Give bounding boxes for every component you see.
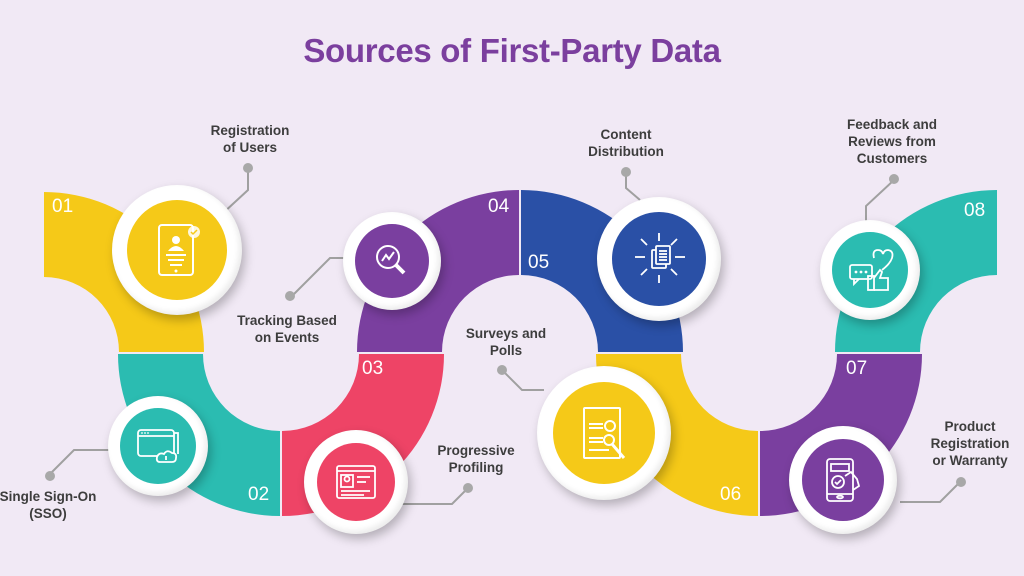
browser-cloud-upload-icon: [137, 429, 179, 463]
step-number-04: 04: [488, 196, 510, 217]
connector-03: [400, 487, 469, 505]
step-number-03: 03: [362, 358, 384, 379]
user-registration-tablet-icon: [158, 224, 200, 276]
step-number-08: 08: [964, 200, 986, 221]
connector-dot-01: [243, 163, 253, 173]
step-number-05: 05: [528, 252, 550, 273]
step-badge-08: [820, 220, 920, 320]
document-distribution-icon: [635, 233, 685, 283]
step-badge-02: [108, 396, 208, 496]
step-badge-06: [537, 366, 671, 500]
step-number-06: 06: [720, 484, 742, 505]
feedback-heart-thumbs-up-icon: [849, 249, 894, 291]
step-badge-05: [597, 197, 721, 321]
connector-07: [900, 481, 961, 503]
page-title: Sources of First-Party Data: [303, 32, 721, 69]
mobile-tap-check-icon: [826, 458, 861, 502]
step-badge-07: [789, 426, 897, 534]
connector-08: [865, 179, 895, 222]
connector-dot-07: [956, 477, 966, 487]
connector-04: [291, 257, 346, 297]
connector-05: [625, 172, 641, 201]
connector-dot-08: [889, 174, 899, 184]
connector-dot-06: [497, 365, 507, 375]
connector-dot-03: [463, 483, 473, 493]
survey-checklist-icon: [583, 407, 626, 459]
connector-01: [221, 170, 249, 215]
step-badge-01: [112, 185, 242, 315]
analytics-magnifier-icon: [376, 245, 406, 275]
step-number-01: 01: [52, 196, 74, 217]
step-badge-03: [304, 430, 408, 534]
connector-02: [49, 449, 112, 475]
step-number-07: 07: [846, 358, 868, 379]
step-badge-04: [343, 212, 441, 310]
connector-dot-05: [621, 167, 631, 177]
profile-browser-icon: [336, 465, 376, 499]
step-label-02: Single Sign-On(SSO): [0, 489, 97, 521]
connector-dot-02: [45, 471, 55, 481]
connector-06: [501, 369, 544, 391]
connector-dot-04: [285, 291, 295, 301]
step-number-02: 02: [248, 484, 270, 505]
